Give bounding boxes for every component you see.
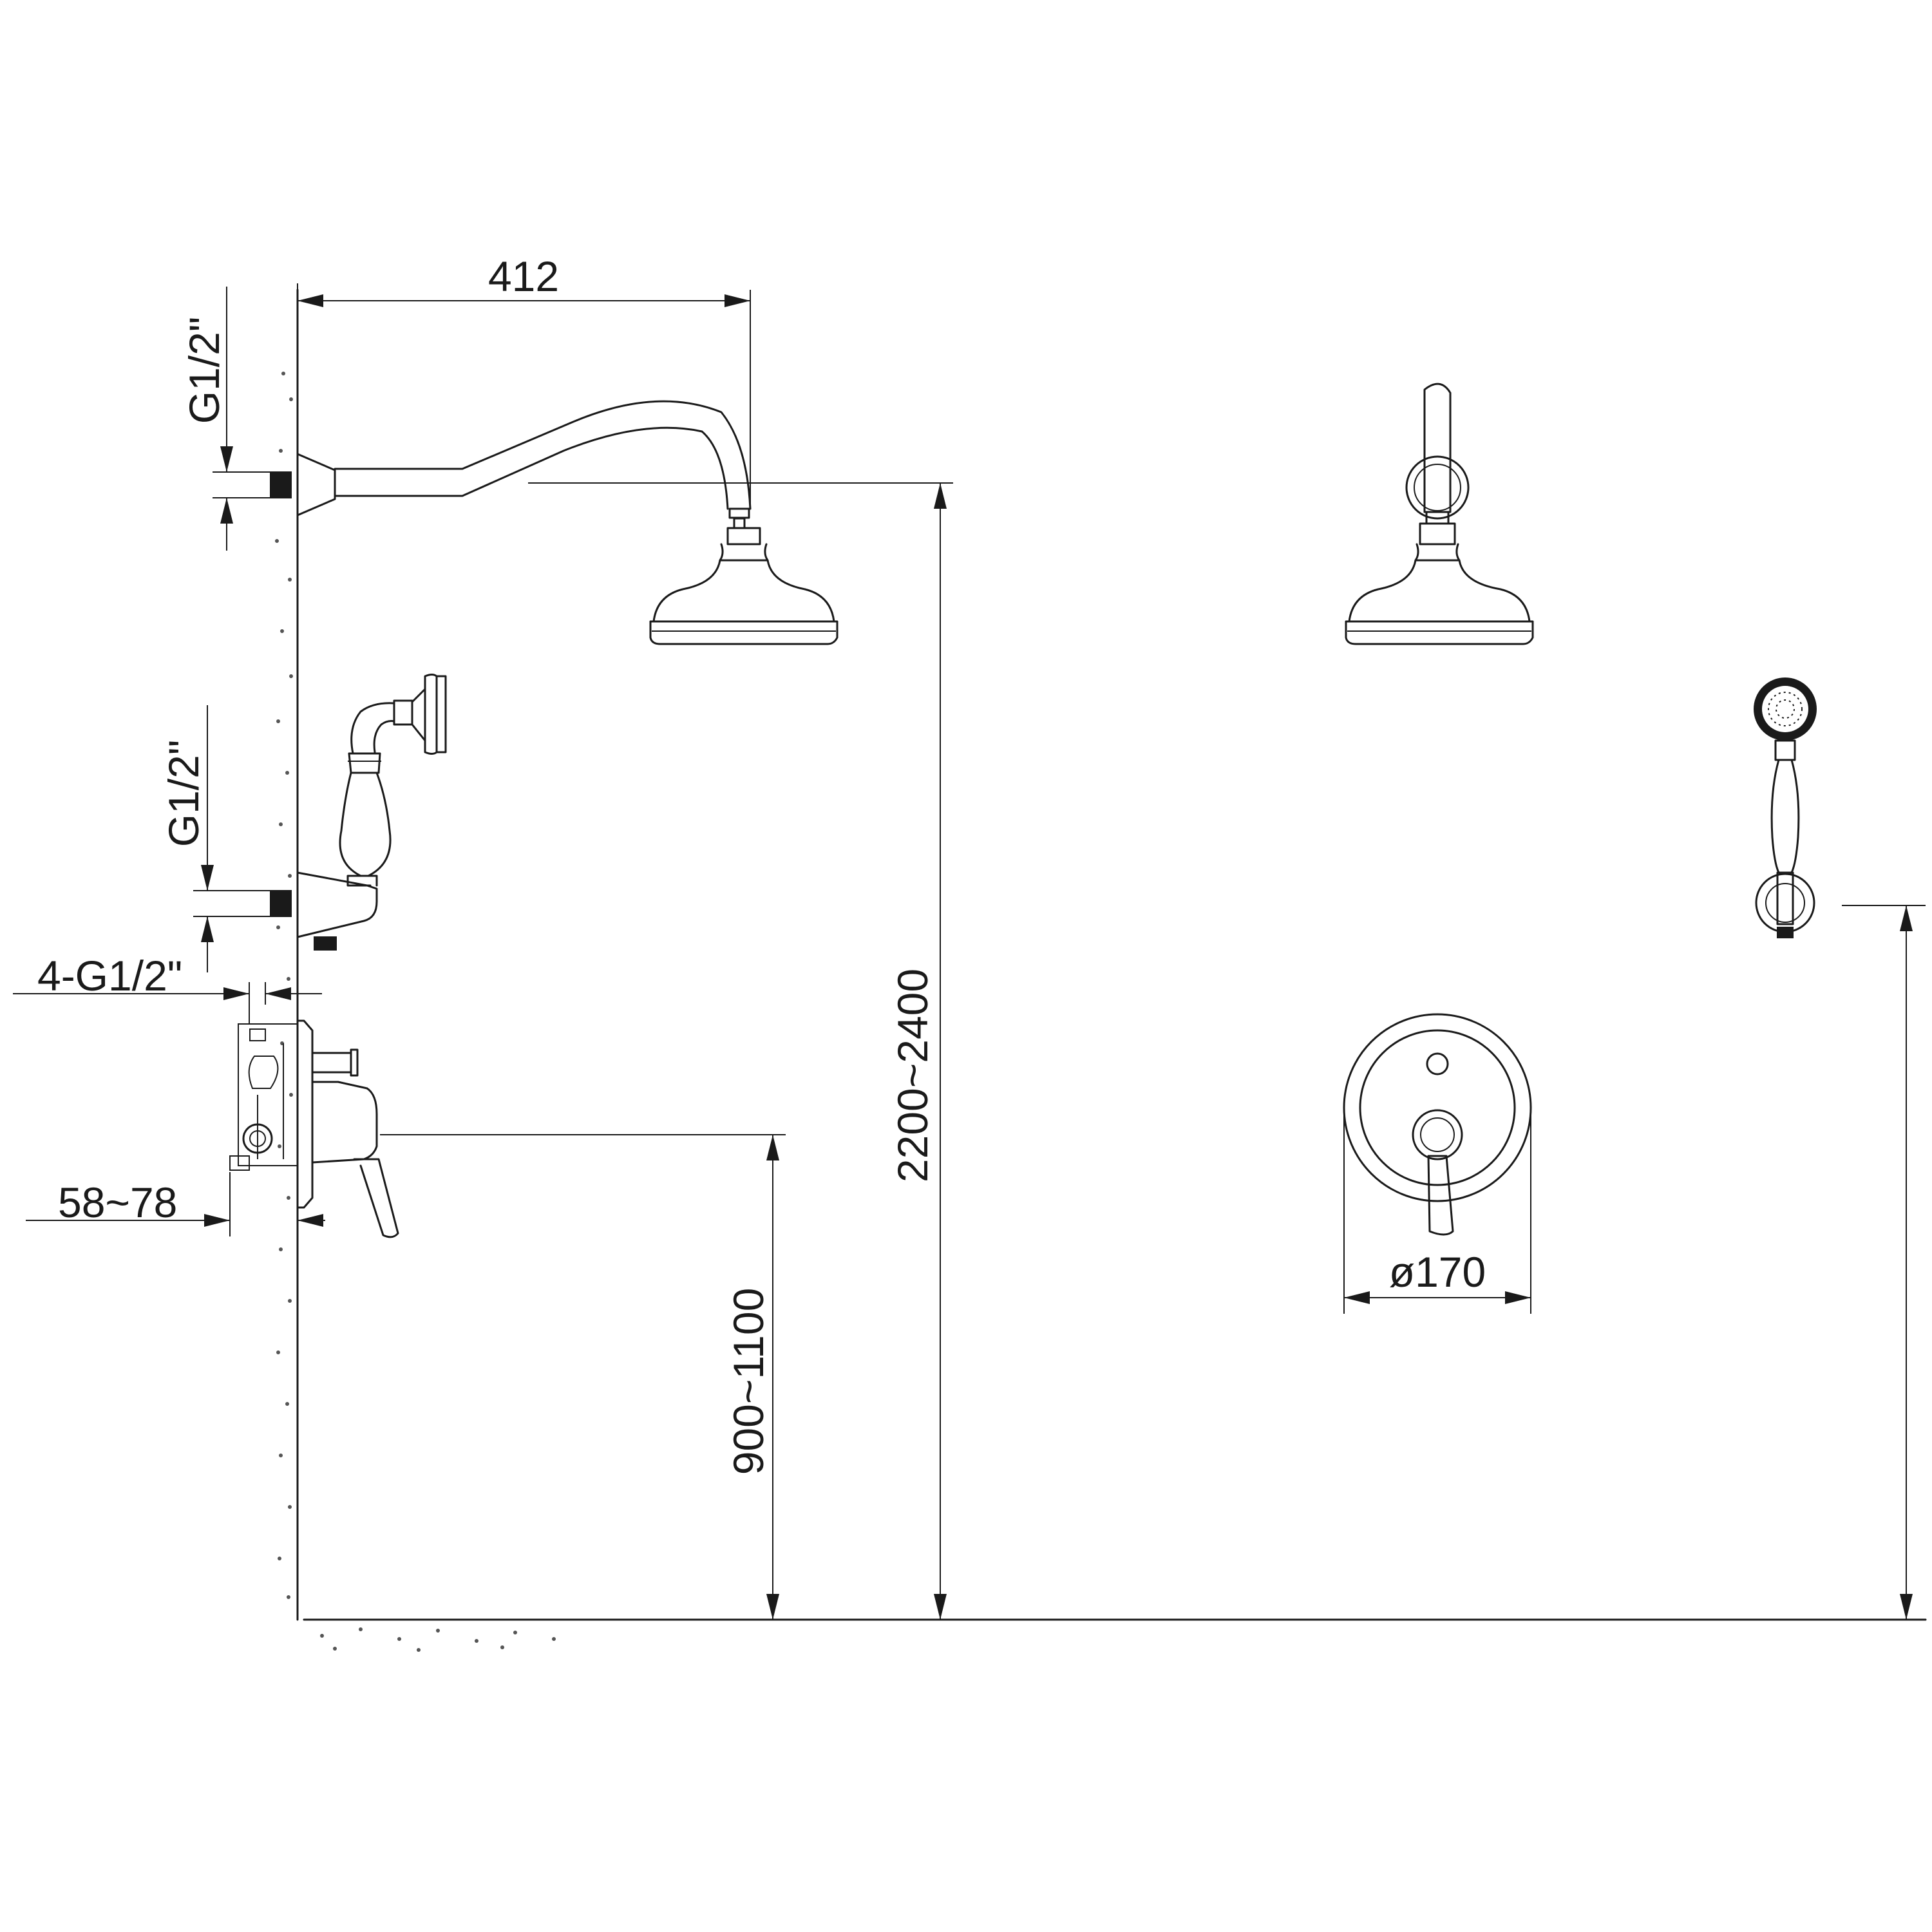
- hand-shower-side: [270, 674, 447, 951]
- shower-arm-side: [270, 400, 752, 519]
- dimension-lines: [13, 283, 1926, 1620]
- dim-thread-mid: G1/2": [160, 740, 207, 848]
- dim-shower-height: 2200~2400: [889, 969, 936, 1182]
- mixer-valve-front: [1343, 1013, 1532, 1236]
- dim-thread-top: G1/2": [180, 317, 228, 424]
- mixer-valve-side: [229, 1019, 399, 1238]
- hand-shower-front: [1754, 677, 1817, 938]
- dim-plate-diameter: ø170: [1389, 1248, 1486, 1296]
- dim-valve-threads: 4-G1/2": [37, 952, 182, 999]
- shower-head-side: [649, 517, 838, 645]
- shower-head-front: [1345, 383, 1534, 645]
- floor: [303, 1618, 1927, 1652]
- dim-wall-depth: 58~78: [58, 1179, 177, 1226]
- dim-valve-height: 900~1100: [724, 1288, 772, 1475]
- dim-412: 412: [488, 252, 559, 300]
